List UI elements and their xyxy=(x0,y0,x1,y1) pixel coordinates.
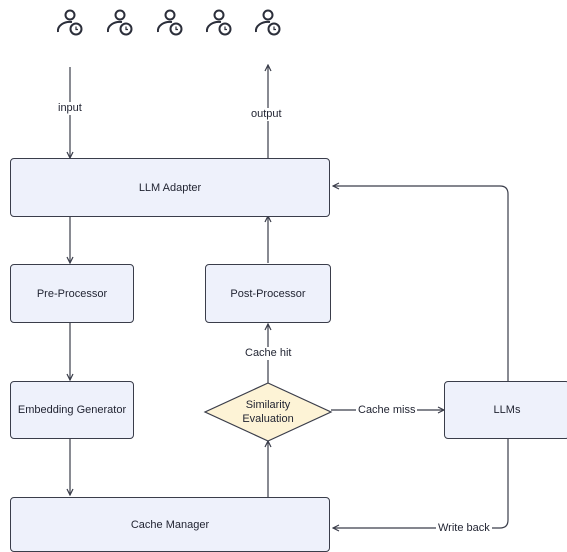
user-clock-icon xyxy=(254,9,281,36)
pre-processor-box: Pre-Processor xyxy=(10,264,134,323)
similarity-evaluation-label: Similarity Evaluation xyxy=(218,398,318,426)
similarity-evaluation-diamond xyxy=(203,382,333,442)
output-label: output xyxy=(249,108,284,121)
pre-processor-label: Pre-Processor xyxy=(36,287,108,300)
user-clock-icon xyxy=(106,9,133,36)
post-processor-box: Post-Processor xyxy=(205,264,331,323)
similarity-label-line1: Similarity xyxy=(245,399,291,411)
cache-hit-label: Cache hit xyxy=(243,347,294,360)
llms-box: LLMs xyxy=(444,381,567,439)
input-label: input xyxy=(56,102,84,115)
llms-to-adapter-arrow xyxy=(333,186,509,381)
user-clock-icon xyxy=(56,9,83,36)
cache-miss-label: Cache miss xyxy=(356,404,418,417)
similarity-label-line2: Evaluation xyxy=(242,413,294,425)
llm-adapter-box: LLM Adapter xyxy=(10,158,330,217)
embedding-generator-label: Embedding Generator xyxy=(17,404,127,416)
user-clock-icon xyxy=(205,9,232,36)
write-back-arrow xyxy=(333,439,509,528)
cache-manager-box: Cache Manager xyxy=(10,497,330,552)
user-clock-icon xyxy=(156,9,183,36)
cache-manager-label: Cache Manager xyxy=(130,518,210,531)
embedding-generator-box: Embedding Generator xyxy=(10,381,134,439)
post-processor-label: Post-Processor xyxy=(230,287,306,300)
write-back-label: Write back xyxy=(436,522,492,535)
llms-label: LLMs xyxy=(493,404,521,416)
llm-adapter-label: LLM Adapter xyxy=(138,181,202,194)
